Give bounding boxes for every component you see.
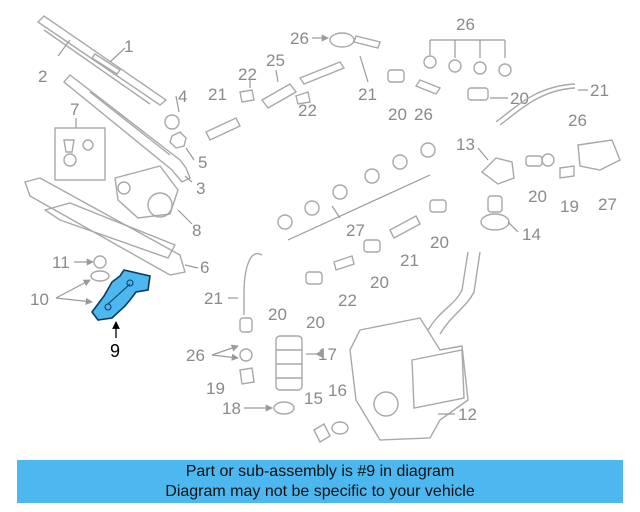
washer-reservoir-part: [349, 251, 481, 441]
callout-23: 25: [266, 51, 285, 70]
callout-1: 1: [124, 37, 133, 56]
wiper-linkage-part: [24, 177, 186, 276]
callout-10: 10: [30, 290, 49, 309]
wiper-arm-part: [63, 74, 191, 183]
callout-4: 4: [178, 87, 187, 106]
highlighted-bracket-part-9: [91, 269, 151, 321]
callout-26d: 26: [186, 346, 205, 365]
callout-19a: 19: [560, 197, 579, 216]
callout-21d: 21: [400, 251, 419, 270]
callout-25: 26: [414, 105, 433, 124]
callout-21e: 21: [204, 289, 223, 308]
callout-14: 14: [522, 225, 541, 244]
callout-8: 8: [192, 221, 201, 240]
callout-21c: 21: [590, 81, 609, 100]
callout-20a: 20: [388, 105, 407, 124]
callout-26b: 26: [568, 111, 587, 130]
callout-6: 6: [200, 258, 209, 277]
callout-11: 11: [52, 253, 70, 272]
callout-7: 7: [70, 100, 79, 119]
callout-20d: 20: [430, 233, 449, 252]
callout-24: 26: [290, 29, 309, 48]
callout-15: 15: [304, 389, 323, 408]
callout-2: 2: [38, 67, 47, 86]
callout-20b: 20: [510, 89, 529, 108]
callout-20g: 20: [268, 305, 287, 324]
parts-diagram: 1 2 3 4 5 7 8 6 11 10: [24, 15, 621, 443]
callout-18: 18: [222, 399, 241, 418]
wiper-blade-part: [36, 15, 168, 106]
banner-line-2: Diagram may not be specific to your vehi…: [165, 482, 475, 500]
callout-13: 13: [456, 135, 475, 154]
callout-12: 12: [458, 405, 477, 424]
callout-3: 3: [196, 179, 205, 198]
washer-pump-part: [275, 335, 303, 391]
callout-16: 16: [328, 381, 347, 400]
info-banner: Part or sub-assembly is #9 in diagram Di…: [17, 460, 623, 503]
callout-26a: 26: [456, 15, 475, 34]
callout-20e: 20: [370, 273, 389, 292]
callout-5: 5: [198, 153, 207, 172]
callout-26c: 27: [346, 221, 365, 240]
callout-21a: 21: [208, 85, 227, 104]
callout-20f: 20: [306, 313, 325, 332]
callout-19b: 19: [206, 379, 225, 398]
callout-27: 27: [598, 195, 617, 214]
callout-9: 9: [110, 341, 120, 361]
callout-22a: 22: [238, 65, 257, 84]
callout-21b: 21: [358, 85, 377, 104]
callout-17: 17: [318, 345, 337, 364]
callout-20c: 20: [528, 187, 547, 206]
banner-line-1: Part or sub-assembly is #9 in diagram: [185, 462, 455, 480]
wiper-motor-part: [114, 165, 179, 219]
callout-22c: 22: [338, 291, 357, 310]
callout-22b: 22: [298, 101, 317, 120]
